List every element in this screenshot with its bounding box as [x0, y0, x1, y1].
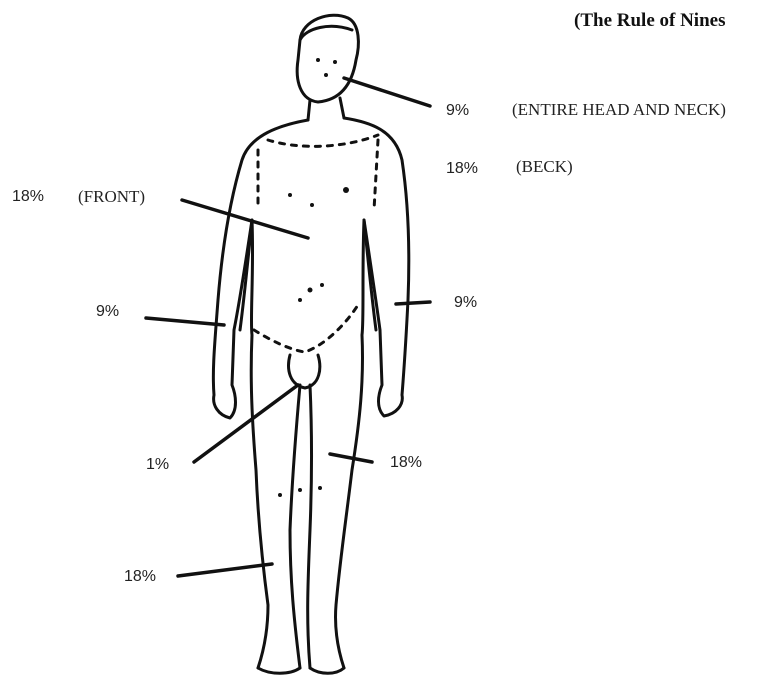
chart-title: (The Rule of Nines — [574, 10, 725, 32]
left-leg-percent-label: 18% — [124, 568, 156, 586]
hair-outline — [300, 26, 352, 40]
right-leg-percent-label: 18% — [390, 454, 422, 472]
head-pointer — [344, 78, 430, 106]
left-arm-percent-label: 9% — [96, 303, 119, 321]
right-inner-arm — [364, 220, 376, 330]
body-outline-right — [335, 118, 408, 668]
leg-inner — [290, 385, 312, 668]
feet — [258, 668, 344, 673]
back-percent-label: 18% — [446, 160, 478, 178]
body-outline-left — [213, 120, 308, 668]
front-percent-label: 18% — [12, 188, 44, 206]
left-leg-pointer — [178, 564, 272, 576]
right-arm-pointer — [396, 302, 430, 304]
head-note-label: (ENTIRE HEAD AND NECK) — [512, 100, 726, 120]
pelvis-boundary — [254, 305, 358, 352]
back-note-label: (BECK) — [516, 157, 573, 177]
neck-boundary — [268, 135, 378, 146]
genital-outline — [289, 355, 320, 388]
chest-right-boundary — [374, 140, 378, 210]
front-pointer — [182, 200, 308, 238]
genital-percent-label: 1% — [146, 456, 169, 474]
genital-pointer — [194, 385, 298, 462]
head-percent-label: 9% — [446, 102, 469, 120]
front-note-label: (FRONT) — [78, 187, 145, 207]
left-arm-pointer — [146, 318, 224, 325]
right-leg-pointer — [330, 454, 372, 462]
right-arm-percent-label: 9% — [454, 294, 477, 312]
